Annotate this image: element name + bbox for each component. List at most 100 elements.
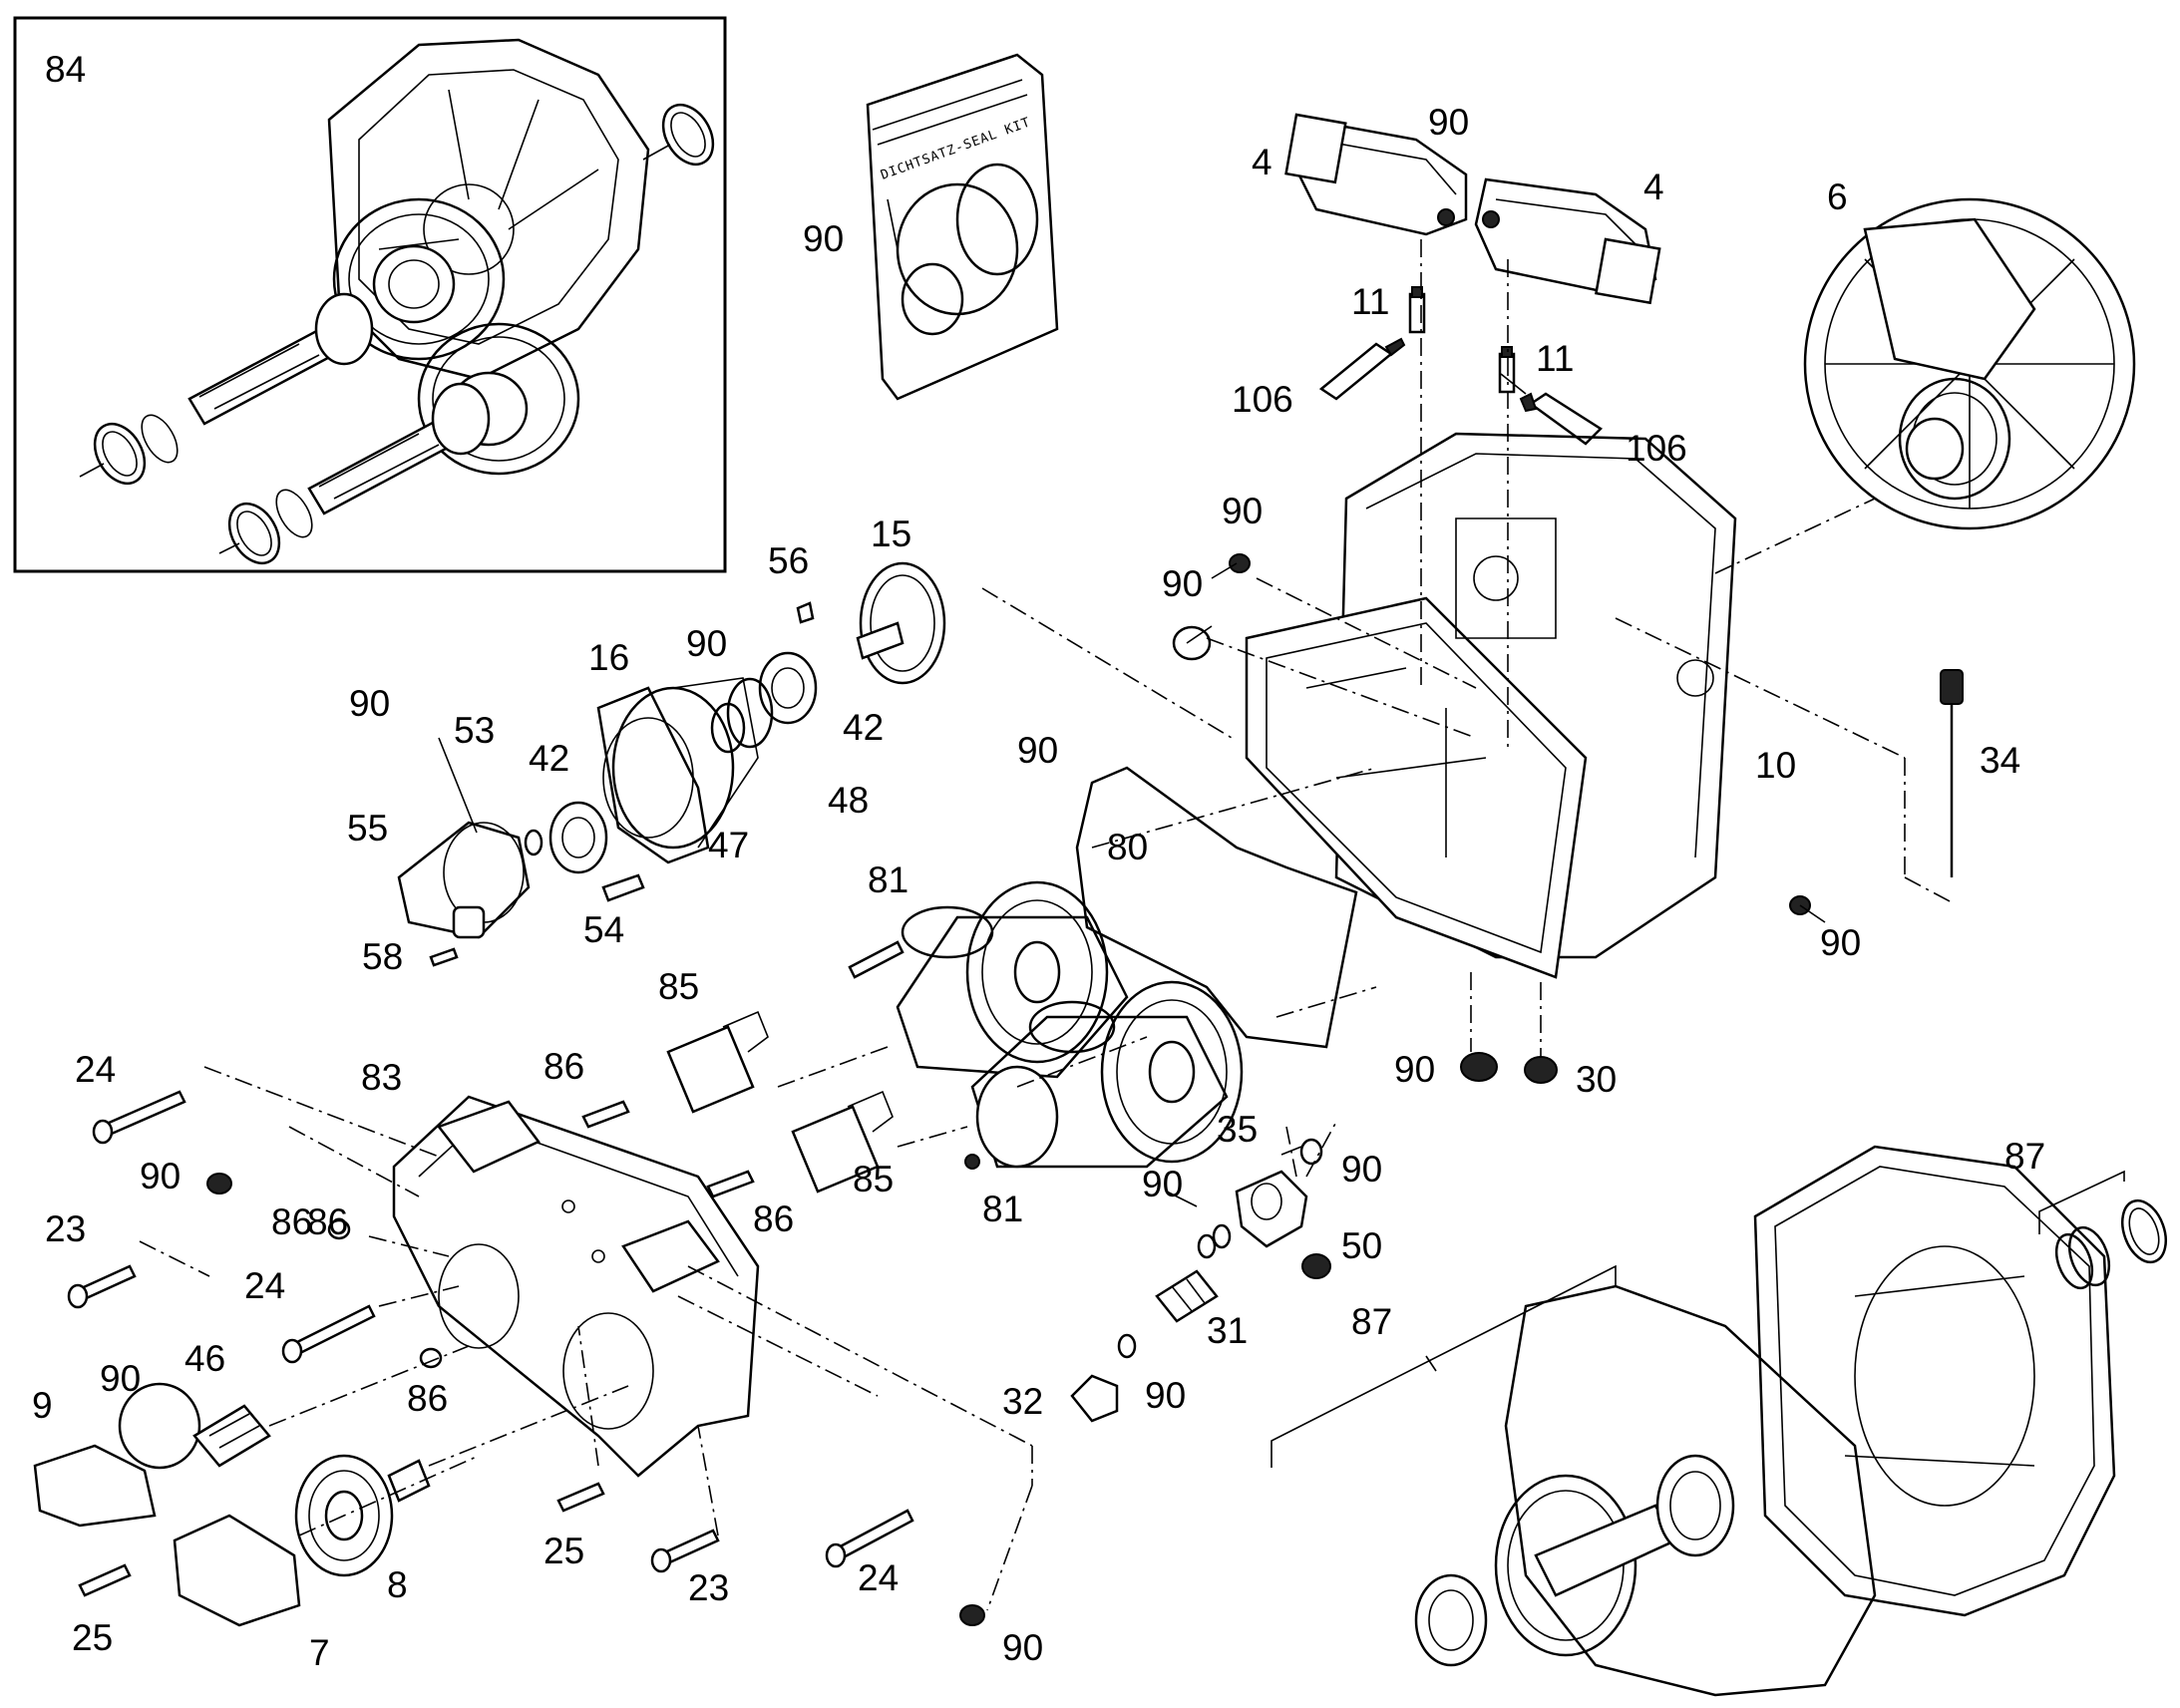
- callout-47: 47: [708, 825, 749, 865]
- plug-90-plate: [206, 1173, 232, 1195]
- callout-7: 7: [309, 1632, 330, 1673]
- callout-24: 24: [244, 1265, 285, 1306]
- callout-87: 87: [1351, 1301, 1392, 1342]
- plug-30: [1524, 1056, 1558, 1084]
- pin-11-right: [1498, 346, 1516, 394]
- seal-rings-87: [2054, 1198, 2167, 1290]
- callout-35: 35: [1217, 1109, 1258, 1150]
- shaft-46: [192, 1404, 271, 1468]
- screw-24-top: [92, 1090, 186, 1145]
- callout-15: 15: [871, 513, 911, 554]
- callout-9: 9: [32, 1385, 53, 1426]
- callout-106: 106: [1232, 379, 1293, 420]
- callout-24: 24: [858, 1557, 899, 1598]
- callout-80: 80: [1107, 827, 1148, 867]
- callout-90: 90: [1162, 563, 1203, 604]
- callout-11: 11: [1536, 338, 1574, 379]
- solenoid-valve-right: [1474, 177, 1661, 305]
- callout-90: 90: [1002, 1627, 1043, 1668]
- callout-42: 42: [843, 707, 884, 748]
- callout-labels: 90 4 90 4 6 11 106 11 106 90 90 15 56 16…: [32, 102, 2045, 1673]
- callout-90: 90: [686, 623, 727, 664]
- callout-11: 11: [1351, 281, 1389, 322]
- callout-86: 86: [307, 1201, 348, 1242]
- dipstick-34: [1940, 669, 1964, 877]
- main-housing-10: [1245, 432, 1737, 979]
- bearing-42-left: [548, 801, 608, 874]
- callout-90: 90: [1341, 1149, 1382, 1190]
- callout-90: 90: [803, 218, 844, 259]
- callout-23: 23: [688, 1567, 729, 1608]
- gasket-80: [1075, 766, 1358, 1049]
- screw-25-left: [78, 1563, 132, 1597]
- callout-90: 90: [349, 683, 390, 724]
- callout-4: 4: [1252, 142, 1272, 182]
- nut-86-left: [327, 1218, 351, 1240]
- callout-90: 90: [140, 1156, 181, 1196]
- callout-90: 90: [1820, 922, 1861, 963]
- gasket-87: [1504, 1284, 1877, 1697]
- sealant-tube-106-right: [1519, 392, 1603, 446]
- callout-85: 85: [853, 1159, 894, 1199]
- cover-6: [1803, 197, 2136, 530]
- callout-86: 86: [753, 1198, 794, 1239]
- callout-90: 90: [1222, 491, 1263, 531]
- pump-81-bottom: [964, 980, 1244, 1170]
- screw-25-mid: [556, 1482, 605, 1513]
- callout-58: 58: [362, 936, 403, 977]
- callout-25: 25: [544, 1531, 584, 1571]
- callout-10: 10: [1755, 745, 1796, 786]
- shaft-85-top: [666, 1010, 769, 1114]
- plug-50: [1301, 1253, 1331, 1279]
- callout-46: 46: [184, 1338, 225, 1379]
- ring-53: [524, 829, 544, 856]
- callout-53: 53: [454, 710, 495, 751]
- seal-kit-bag: DICHTSATZ-SEAL KIT: [866, 53, 1059, 401]
- cover-9: [33, 1444, 157, 1528]
- callout-86: 86: [544, 1046, 584, 1087]
- screw-23-bottom: [650, 1529, 720, 1573]
- callout-90: 90: [1142, 1164, 1183, 1204]
- screw-23-left: [67, 1264, 137, 1309]
- callout-86: 86: [407, 1378, 448, 1419]
- screw-58: [429, 947, 459, 967]
- valve-31: [1155, 1269, 1219, 1323]
- cap-55: [397, 821, 531, 939]
- pin-11-left: [1408, 286, 1426, 334]
- bracket-87: [1271, 1170, 2125, 1468]
- callout-90: 90: [1017, 730, 1058, 771]
- inset-shafts: [187, 292, 491, 515]
- callout-23: 23: [45, 1208, 86, 1249]
- oring-90: [118, 1382, 201, 1470]
- callout-6: 6: [1827, 176, 1848, 217]
- callout-31: 31: [1207, 1310, 1248, 1351]
- ring-47: [710, 702, 746, 754]
- callout-83: 83: [361, 1057, 402, 1098]
- callout-106: 106: [1626, 428, 1687, 469]
- plug-90-housing-top: [1172, 625, 1212, 661]
- valve-plate-83: [392, 1095, 760, 1478]
- callout-90: 90: [1145, 1375, 1186, 1416]
- pump-81-top: [848, 880, 1129, 1079]
- block-35: [1235, 1170, 1308, 1248]
- callout-30: 30: [1576, 1059, 1617, 1100]
- callout-50: 50: [1341, 1225, 1382, 1266]
- callout-90: 90: [100, 1358, 141, 1399]
- screw-90-housing-top: [1229, 553, 1251, 573]
- callout-32: 32: [1002, 1381, 1043, 1422]
- gear-shaft-87: [1414, 1454, 1735, 1667]
- shaft-85-bottom: [791, 1090, 894, 1194]
- ring-90-32: [1117, 1333, 1137, 1359]
- stud-86-top: [581, 1100, 630, 1129]
- ring-48: [726, 677, 774, 749]
- sealant-tube-106-left: [1318, 337, 1406, 401]
- callout-55: 55: [347, 808, 388, 849]
- center-lines: [139, 239, 1953, 1611]
- callout-25: 25: [72, 1617, 113, 1658]
- callout-54: 54: [583, 909, 624, 950]
- callout-85: 85: [658, 966, 699, 1007]
- callout-81: 81: [868, 859, 908, 900]
- plug-90-bottom: [959, 1604, 985, 1626]
- plug-90-housing-bottom: [1460, 1052, 1498, 1082]
